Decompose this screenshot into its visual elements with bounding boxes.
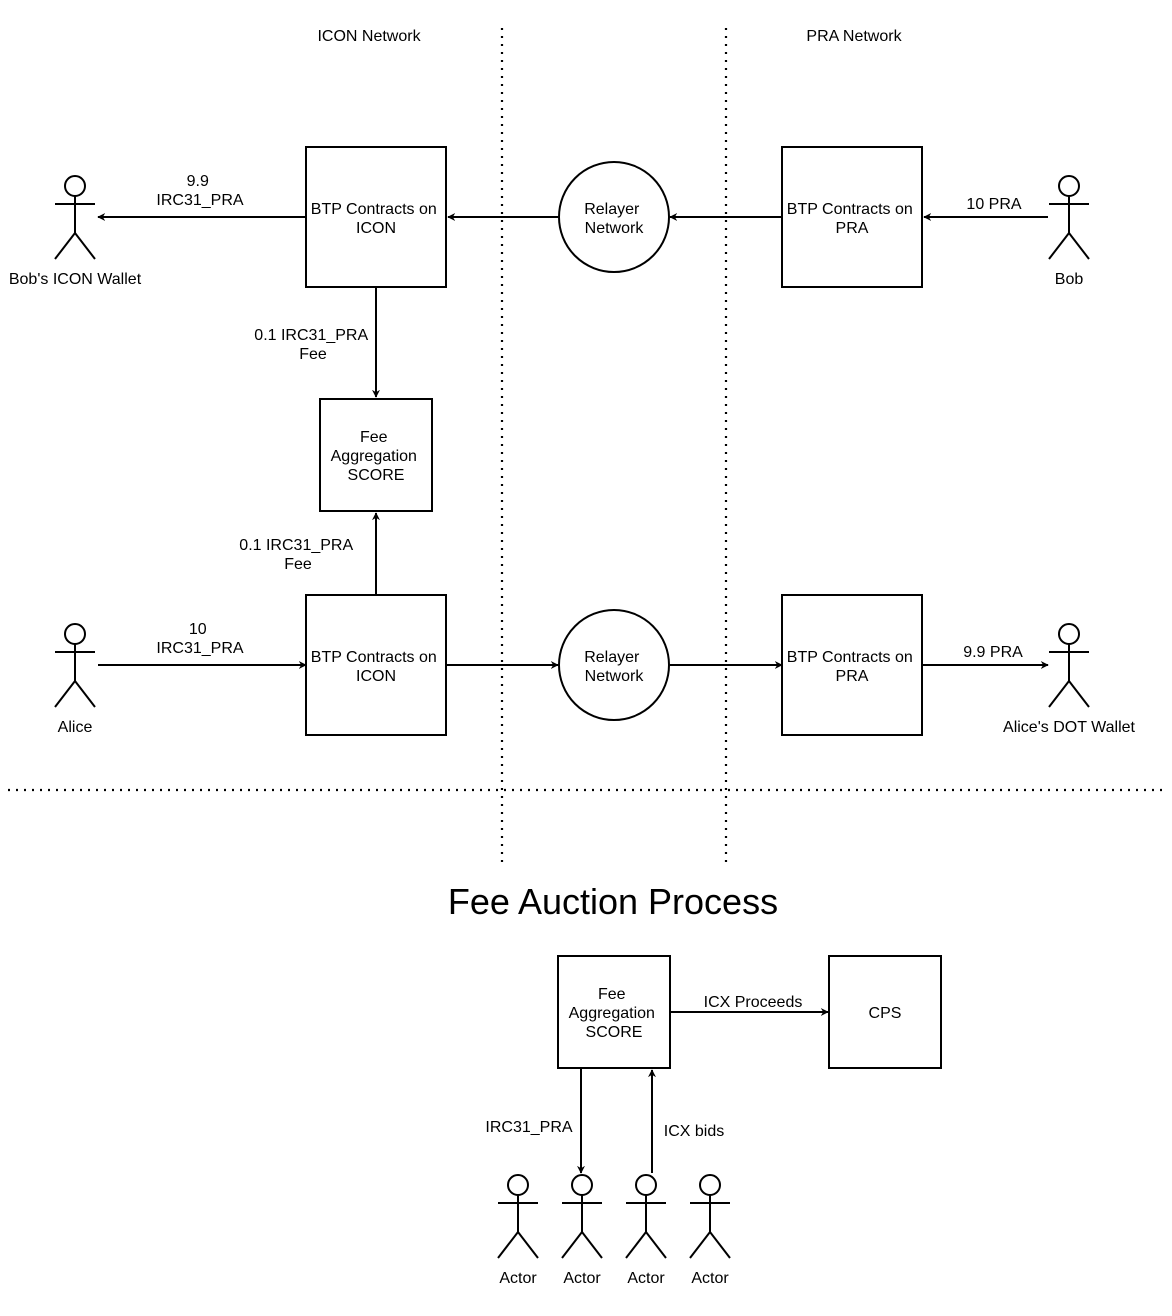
svg-text:BTP Contracts on ICON: BTP Contracts on ICON: [311, 649, 441, 685]
btp-contracts-icon-bottom: BTP Contracts on ICON: [305, 594, 447, 736]
auction-actor-1: Actor: [497, 1174, 539, 1287]
svg-text:Relayer Network: Relayer Network: [584, 201, 644, 237]
actor-label-bob: Bob: [1055, 271, 1084, 288]
actor-alice: Alice: [54, 623, 96, 736]
auction-actor-label-1: Actor: [499, 1270, 537, 1287]
edge-label-fee-down: 0.1 IRC31_PRA Fee: [254, 327, 371, 363]
btp-contracts-icon-top: BTP Contracts on ICON: [305, 146, 447, 288]
actor-bob-icon-wallet: Bob's ICON Wallet: [9, 175, 142, 288]
auction-fee-aggregation-score: Fee Aggregation SCORE: [557, 955, 671, 1069]
auction-actor-2: Actor: [561, 1174, 603, 1287]
cps-box: CPS: [828, 955, 942, 1069]
svg-text:Fee Aggregation SC: Fee Aggregation SCORE: [331, 429, 422, 484]
actor-bob: Bob: [1048, 175, 1090, 288]
auction-actor-label-3: Actor: [627, 1270, 665, 1287]
edge-label-proceeds: ICX Proceeds: [704, 994, 803, 1011]
fee-aggregation-score: Fee Aggregation SCORE: [319, 398, 433, 512]
relayer-network-top: Relayer Network: [558, 161, 670, 273]
auction-actor-label-2: Actor: [563, 1270, 601, 1287]
actor-label-alice-dot-wallet: Alice's DOT Wallet: [1003, 719, 1136, 736]
lane-title-icon: ICON Network: [317, 28, 421, 45]
svg-text:Relayer Network: Relayer Network: [584, 649, 644, 685]
lane-title-pra: PRA Network: [806, 28, 902, 45]
auction-actor-4: Actor: [689, 1174, 731, 1287]
edge-label-wallet-amount: 9.9 IRC31_PRA: [156, 173, 243, 209]
btp-contracts-pra-top: BTP Contracts on PRA: [781, 146, 923, 288]
edge-label-irc31: IRC31_PRA: [485, 1119, 572, 1136]
actor-label-bob-icon-wallet: Bob's ICON Wallet: [9, 271, 142, 288]
svg-text:BTP Contracts on PRA: BTP Contracts on PRA: [787, 649, 917, 685]
btp-contracts-pra-bottom: BTP Contracts on PRA: [781, 594, 923, 736]
auction-actor-3: Actor: [625, 1174, 667, 1287]
auction-actor-label-4: Actor: [691, 1270, 729, 1287]
svg-text:Fee Aggregation SC: Fee Aggregation SCORE: [569, 986, 660, 1041]
relayer-network-bottom: Relayer Network: [558, 609, 670, 721]
actor-alice-dot-wallet: Alice's DOT Wallet: [1003, 623, 1136, 736]
svg-text:BTP Contracts on ICON: BTP Contracts on ICON: [311, 201, 441, 237]
edge-label-alice-wallet-amount: 9.9 PRA: [963, 644, 1023, 661]
edge-label-bob-pra: 10 PRA: [966, 196, 1021, 213]
edge-label-bids: ICX bids: [664, 1123, 724, 1140]
svg-text:BTP Contracts on PRA: BTP Contracts on PRA: [787, 201, 917, 237]
svg-text:CPS: CPS: [869, 1005, 902, 1022]
edge-label-fee-up: 0.1 IRC31_PRA Fee: [239, 537, 356, 573]
auction-title: Fee Auction Process: [448, 881, 778, 922]
edge-label-alice-amount: 10 IRC31_PRA: [156, 621, 243, 657]
actor-label-alice: Alice: [58, 719, 93, 736]
